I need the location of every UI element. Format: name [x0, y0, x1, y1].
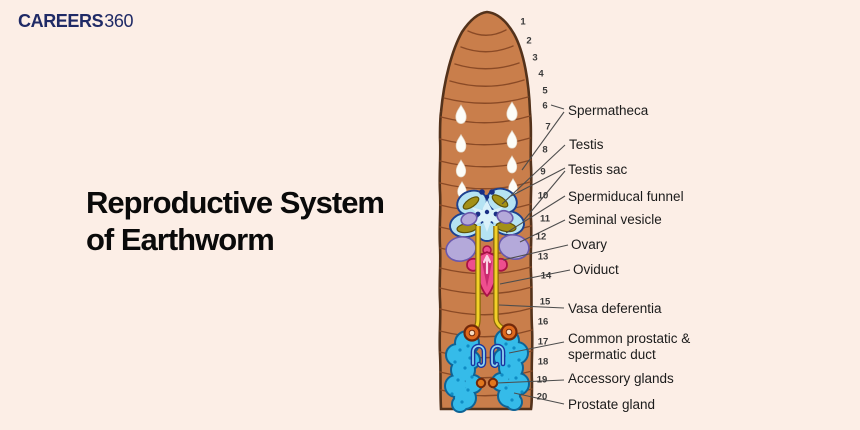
segment-number-8: 8: [542, 144, 548, 156]
segment-number-15: 15: [539, 296, 551, 308]
segment-number-13: 13: [537, 251, 549, 263]
segment-number-3: 3: [532, 52, 538, 64]
segment-number-17: 17: [537, 336, 549, 348]
segment-number-4: 4: [538, 68, 544, 80]
segment-number-6: 6: [542, 100, 548, 112]
segment-number-9: 9: [540, 166, 546, 178]
segment-number-10: 10: [537, 190, 549, 202]
label-spermatheca: Spermatheca: [568, 103, 649, 118]
segment-number-7: 7: [545, 121, 551, 133]
segment-number-11: 11: [539, 213, 551, 225]
careers360-logo: CAREERS360: [18, 11, 133, 32]
page-title: Reproductive System of Earthworm: [86, 184, 385, 258]
testis-glands: [456, 194, 517, 234]
segment-number-1: 1: [520, 16, 526, 28]
label-common-prostatic-spermatic-duct: Common prostatic & spermatic duct: [568, 331, 691, 362]
duct-junction-rings: [463, 323, 518, 342]
segment-number-5: 5: [542, 85, 548, 97]
seminal-vesicle-shapes: [445, 209, 530, 262]
segment-number-18: 18: [537, 356, 549, 368]
prostate-gland-shape: [444, 328, 530, 413]
segment-number-20: 20: [536, 391, 548, 403]
label-spermiducal-funnel: Spermiducal funnel: [568, 189, 684, 204]
logo-360-text: 360: [104, 11, 134, 31]
label-seminal-vesicle: Seminal vesicle: [568, 212, 662, 227]
label-accessory-glands: Accessory glands: [568, 371, 674, 386]
segment-number-16: 16: [537, 316, 549, 328]
accessory-gland-dots: [475, 377, 499, 389]
segment-number-12: 12: [535, 231, 547, 243]
label-prostate-gland: Prostate gland: [568, 397, 656, 412]
title-line-2: of Earthworm: [86, 222, 275, 257]
label-oviduct: Oviduct: [573, 262, 619, 277]
leader-lines: [496, 104, 571, 405]
label-testis: Testis: [569, 137, 604, 152]
label-vasa-deferentia: Vasa deferentia: [568, 301, 662, 316]
prostatic-spermatic-ducts: [470, 343, 506, 369]
label-testis-sac: Testis sac: [568, 162, 628, 177]
logo-careers-text: CAREERS: [18, 11, 104, 31]
title-line-1: Reproductive System: [86, 185, 385, 220]
label-ovary: Ovary: [571, 237, 608, 252]
testis-sac-center-star: [471, 200, 503, 232]
segment-number-19: 19: [536, 374, 548, 386]
segment-number-2: 2: [526, 35, 532, 47]
segment-number-14: 14: [540, 270, 552, 282]
